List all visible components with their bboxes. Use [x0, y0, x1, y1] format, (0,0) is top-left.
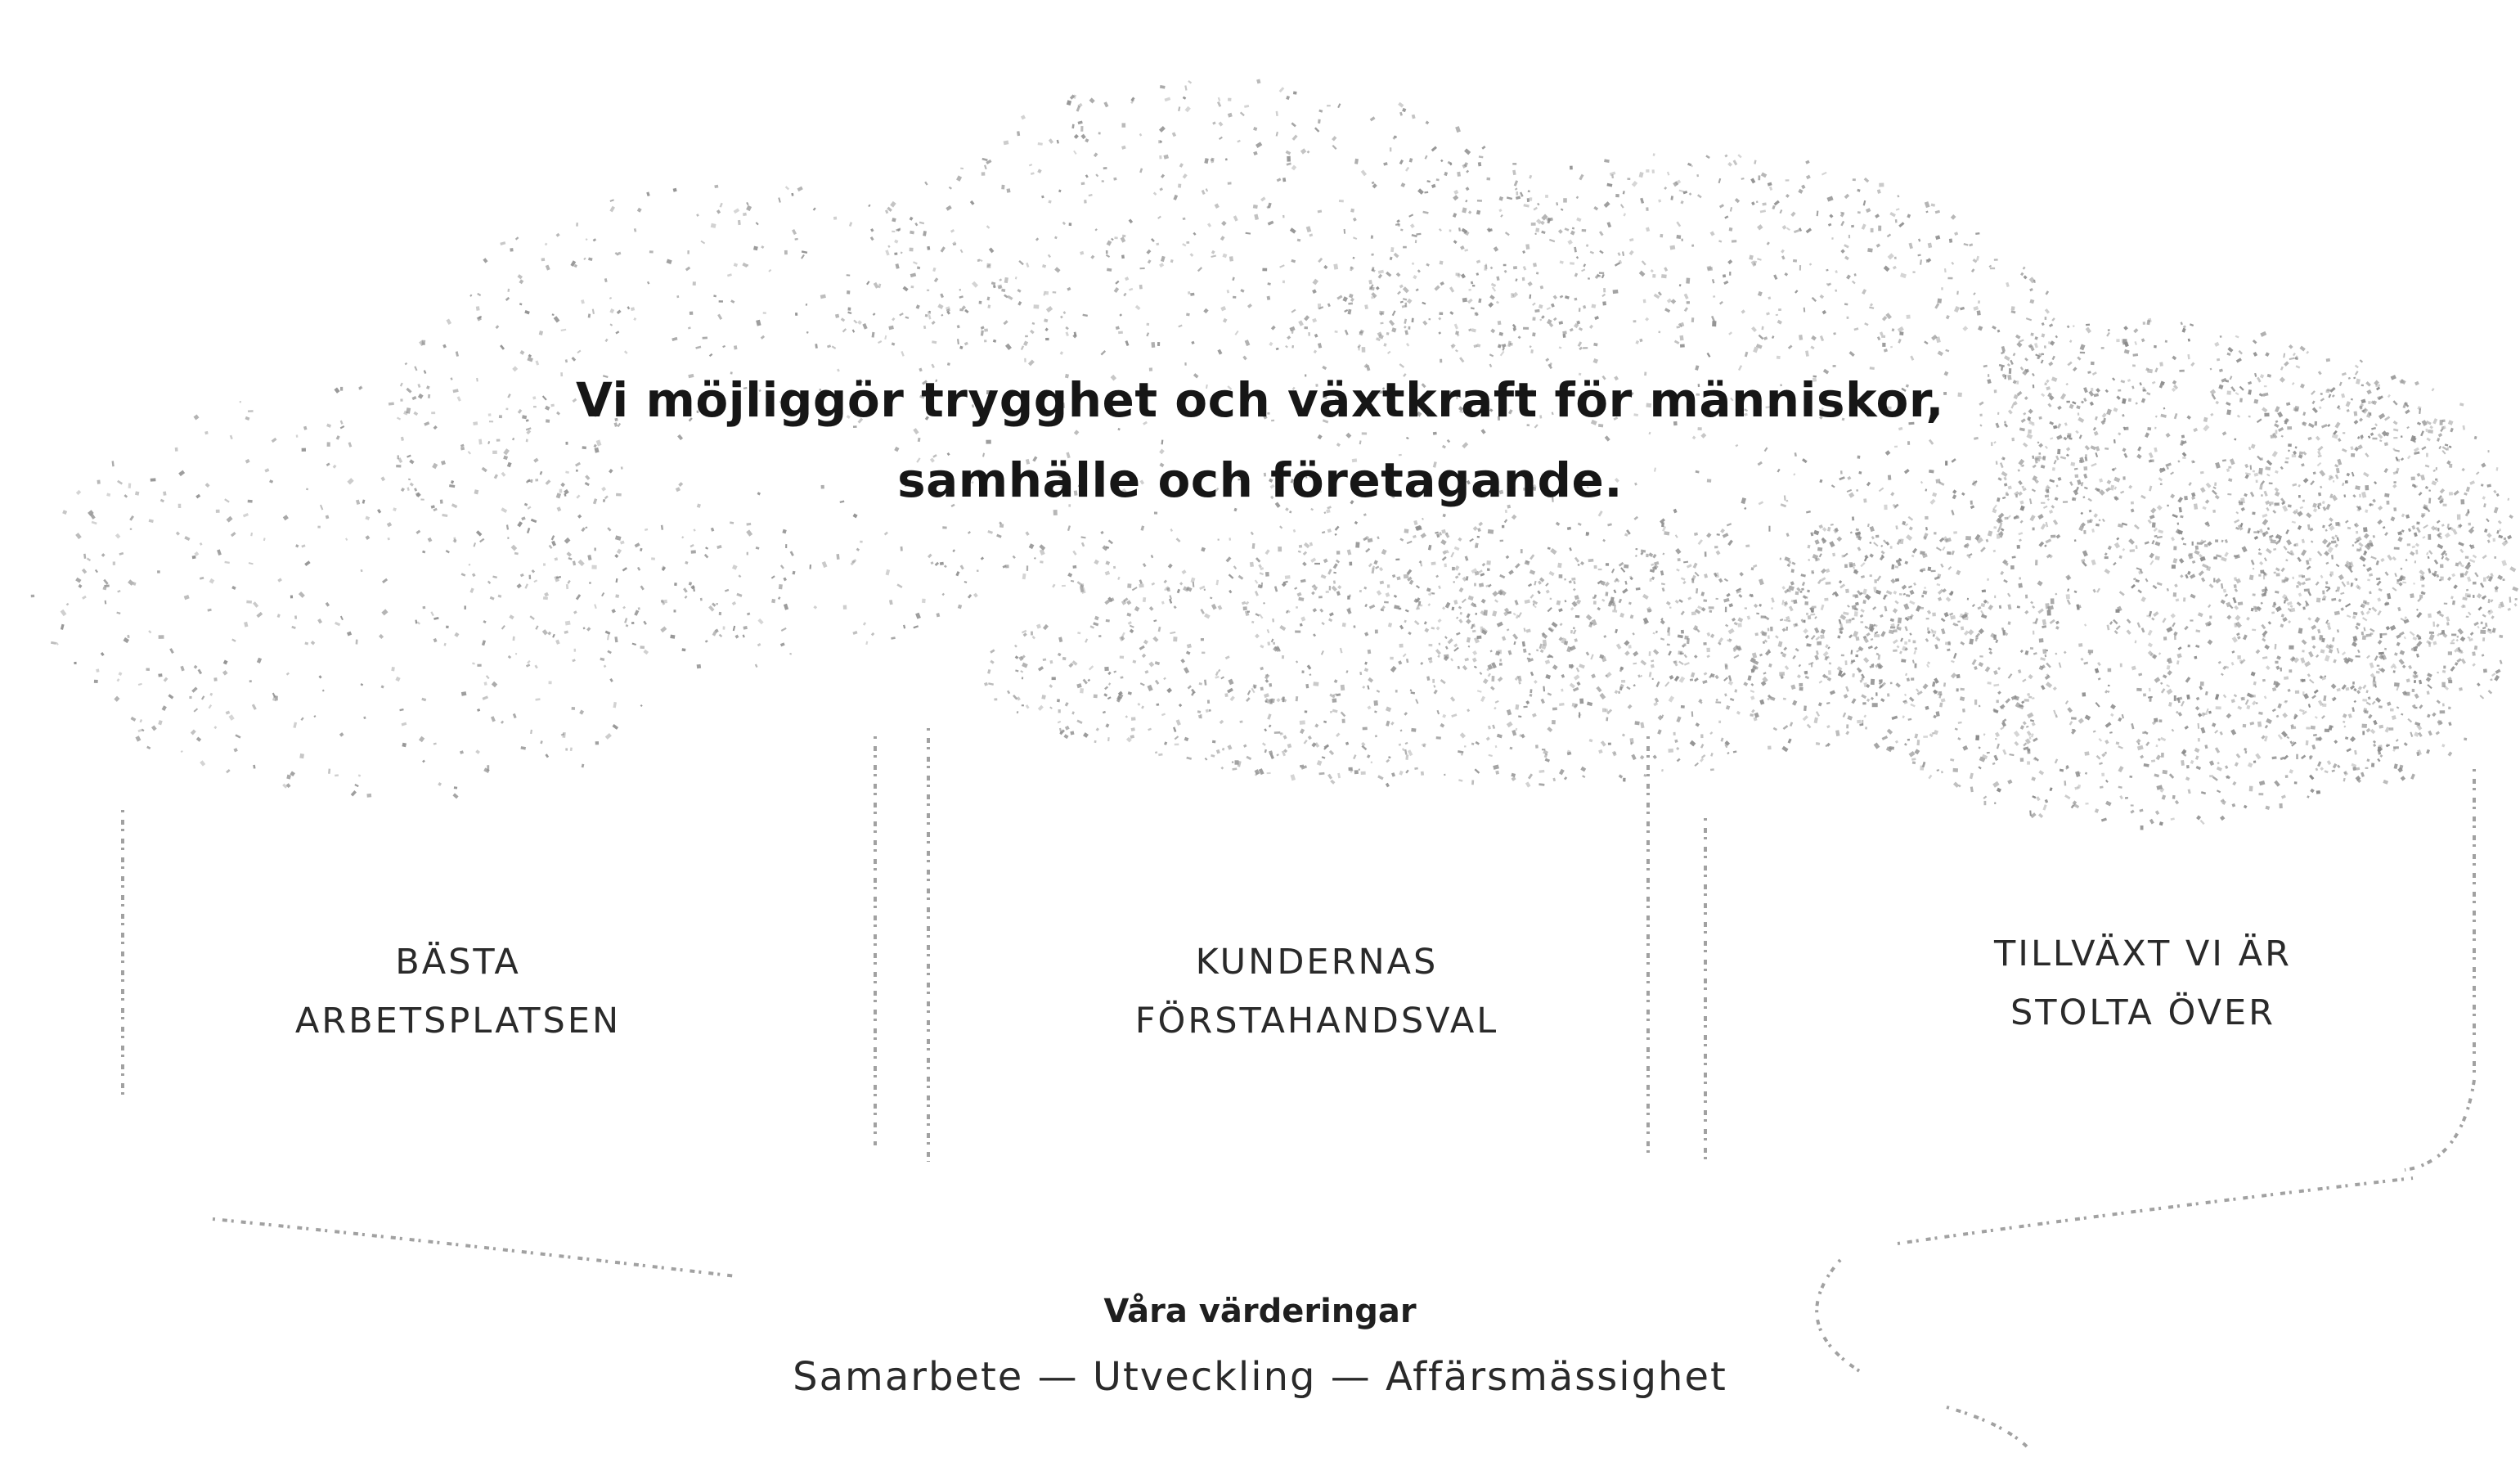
mission-line-1: Vi möjliggör trygghet och växtkraft för …	[576, 372, 1944, 428]
mission-line-2: samhälle och företagande.	[897, 452, 1623, 508]
tree-trunks-and-roots	[121, 728, 2476, 1450]
pillar-best-workplace: BÄSTA ARBETSPLATSEN	[196, 933, 720, 1050]
tree-crown-stipple	[30, 79, 2519, 830]
values-list: Samarbete — Utveckling — Affärsmässighet	[793, 1354, 1727, 1400]
pillar-2-line-2: FÖRSTAHANDSVAL	[1134, 1001, 1499, 1041]
values-heading: Våra värderingar	[1103, 1293, 1417, 1330]
pillar-1-line-2: ARBETSPLATSEN	[294, 1001, 622, 1041]
pillar-2-line-1: KUNDERNAS	[1195, 942, 1439, 983]
pillar-3-line-2: STOLTA ÖVER	[2010, 992, 2275, 1033]
pillar-3-line-1: TILLVÄXT VI ÄR	[1994, 933, 2292, 974]
pillar-customers-first-choice: KUNDERNAS FÖRSTAHANDSVAL	[949, 933, 1685, 1050]
pillar-1-line-1: BÄSTA	[395, 942, 521, 983]
mission-statement: Vi möjliggör trygghet och växtkraft för …	[0, 360, 2520, 520]
pillar-growth-proud-of: TILLVÄXT VI ÄR STOLTA ÖVER	[1848, 924, 2437, 1042]
